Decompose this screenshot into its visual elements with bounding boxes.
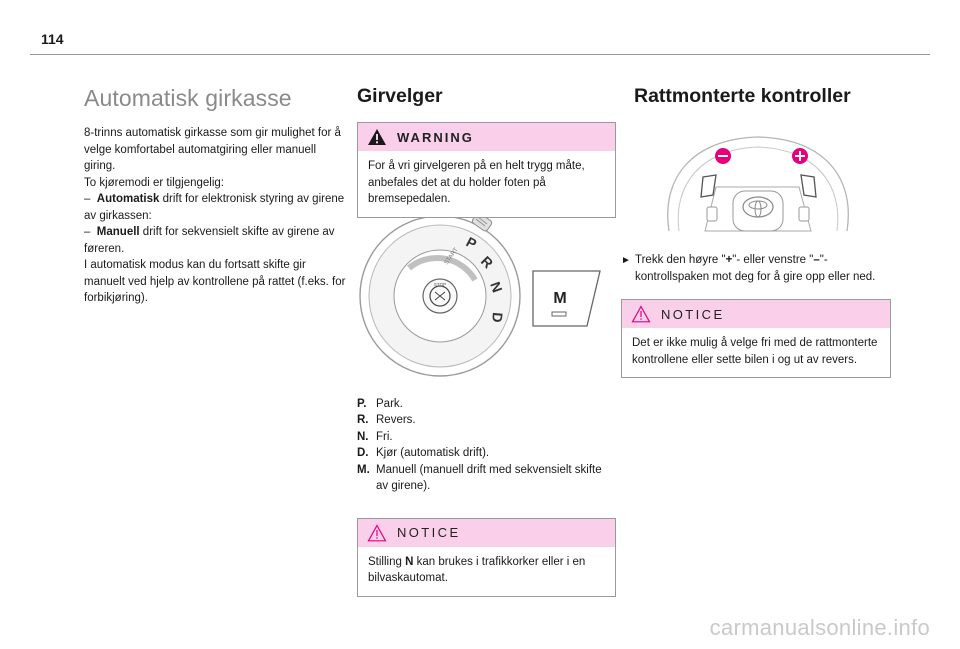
gear-letter-d: D xyxy=(489,311,506,322)
legend-item: D. Kjør (automatisk drift). xyxy=(357,445,616,462)
intro-text-block: 8-trinns automatisk girkasse som gir mul… xyxy=(84,125,346,307)
column-automatic-gearbox: Automatisk girkasse 8-trinns automatisk … xyxy=(84,84,346,307)
warning-header: WARNING xyxy=(358,123,615,151)
warning-triangle-icon xyxy=(368,129,386,145)
manual-mode-label: M xyxy=(553,290,566,307)
legend-text: Manuell (manuell drift med sekvensielt s… xyxy=(376,463,602,493)
legend-item: R. Revers. xyxy=(357,412,616,429)
instruction-part: "-kontrollspaken mot deg for å gire opp … xyxy=(635,254,876,283)
watermark: carmanualsonline.info xyxy=(709,615,930,640)
mode-name: Manuell xyxy=(96,226,140,238)
mode-automatic: – Automatisk drift for elektronisk styri… xyxy=(84,191,346,224)
notice-header: NOTICE xyxy=(622,300,890,328)
legend-key: M. xyxy=(357,463,370,476)
mode-description: drift for sekvensielt skifte av girene a… xyxy=(84,226,335,255)
notice-header: NOTICE xyxy=(358,518,615,547)
section-title: Automatisk girkasse xyxy=(84,85,292,111)
warning-box: WARNING For å vri girvelgeren på en helt… xyxy=(357,122,616,218)
notice-triangle-icon xyxy=(631,305,651,323)
plus-symbol: + xyxy=(725,254,733,266)
subsection-title: Rattmonterte kontroller xyxy=(634,85,851,107)
manual-mode-button[interactable]: M xyxy=(532,269,601,327)
notice-triangle-icon xyxy=(367,523,387,541)
legend-key: N. xyxy=(357,430,369,443)
minus-marker-icon xyxy=(715,148,731,164)
notice-text: Stilling N kan brukes i trafikkorker ell… xyxy=(358,547,615,596)
outro-paragraph: I automatisk modus kan du fortsatt skift… xyxy=(84,259,346,304)
gear-legend: P. Park. R. Revers. N. Fri. D. Kjør (automat… xyxy=(357,396,616,495)
mode-description: drift for elektronisk styring av girene … xyxy=(84,193,345,222)
toyota-logo-icon xyxy=(742,196,774,218)
legend-text: Fri. xyxy=(376,430,393,443)
legend-key: P. xyxy=(357,397,367,410)
legend-item: N. Fri. xyxy=(357,429,616,446)
header-rule xyxy=(30,54,930,55)
legend-key: D. xyxy=(357,447,369,459)
legend-text: Park. xyxy=(376,397,403,410)
instruction-step: ► Trekk den høyre "+"- eller venstre "–"… xyxy=(621,252,891,285)
mode-name: Automatisk xyxy=(96,193,160,205)
warning-text: For å vri girvelgeren på en helt trygg m… xyxy=(368,160,585,205)
plus-marker-icon xyxy=(792,148,808,164)
mode-dash: – xyxy=(84,226,91,238)
notice-text-end: kan brukes i trafikkorker eller i en bil… xyxy=(368,555,586,585)
legend-text: Kjør (automatisk drift). xyxy=(376,447,490,459)
intro-paragraph: 8-trinns automatisk girkasse som gir mul… xyxy=(84,127,341,172)
minus-symbol: – xyxy=(813,254,820,266)
right-paddle-icon[interactable] xyxy=(800,174,817,198)
legend-item: M. Manuell (manuell drift med sekvensielt… xyxy=(357,462,616,495)
subsection-title: Girvelger xyxy=(357,85,443,107)
notice-label: NOTICE xyxy=(661,306,725,322)
page-number: 114 xyxy=(41,31,64,47)
steering-wheel-illustration xyxy=(667,136,849,232)
selector-grip-tab-icon xyxy=(471,217,493,231)
instruction-text: Trekk den høyre "+"- eller venstre "–"-k… xyxy=(635,252,891,285)
legend-item: P. Park. xyxy=(357,396,616,413)
column-gear-selector: Girvelger WARNING For å vri girvelgeren … xyxy=(357,84,616,597)
stop-label: STOP xyxy=(434,282,446,287)
notice-box-gear: NOTICE Stilling N kan brukes i trafikkor… xyxy=(357,517,616,597)
notice-box-wheel: NOTICE Det er ikke mulig å velge fri med… xyxy=(621,299,891,378)
mode-dash: – xyxy=(84,193,91,205)
warning-label: WARNING xyxy=(397,129,474,145)
legend-text: Revers. xyxy=(376,414,416,426)
instruction-part: Trekk den høyre " xyxy=(635,254,726,266)
left-paddle-icon[interactable] xyxy=(700,174,717,198)
gear-selector-illustration: P R N D START STOP M xyxy=(359,217,601,377)
notice-label: NOTICE xyxy=(397,525,461,540)
notice-text: Det er ikke mulig å velge fri med de rat… xyxy=(632,337,878,366)
legend-key: R. xyxy=(357,414,369,426)
mode-manual: – Manuell drift for sekvensielt skifte a… xyxy=(84,224,346,257)
notice-text-start: Stilling xyxy=(368,555,406,568)
modes-intro: To kjøremodi er tilgjengelig: xyxy=(84,176,224,189)
notice-bold-n: N xyxy=(405,555,414,568)
instruction-part: "- eller venstre " xyxy=(732,254,814,266)
column-steering-controls: Rattmonterte kontroller ► Trek xyxy=(621,84,891,378)
arrow-bullet-icon: ► xyxy=(621,255,631,266)
manual-indicator-icon xyxy=(551,311,567,316)
